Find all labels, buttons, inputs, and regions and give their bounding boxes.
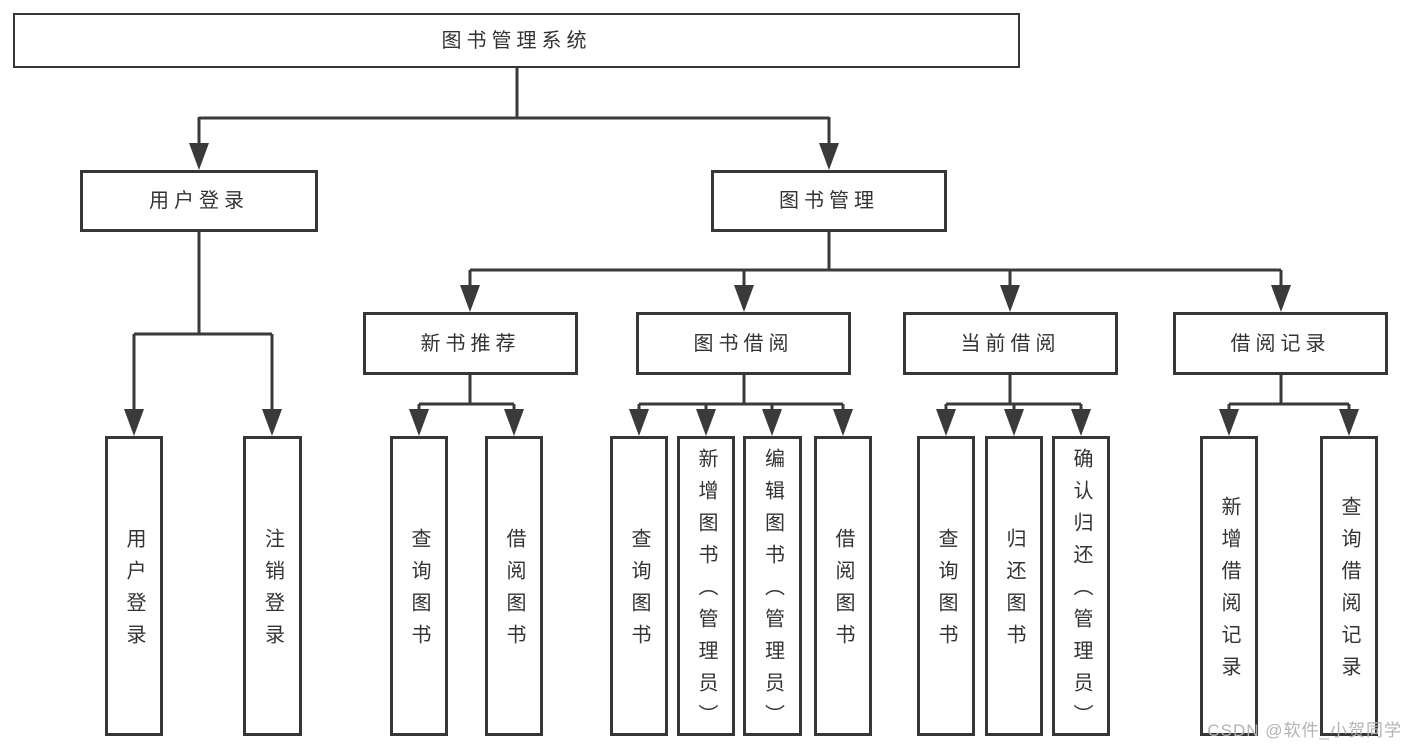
node-logout-label: 注销登录 [261, 528, 284, 656]
connector-book-management [468, 232, 1283, 286]
node-nbr-query-books-label: 查询图书 [408, 528, 430, 656]
connector-new-book-recommend [417, 375, 516, 412]
connector-borrow-records [1227, 375, 1351, 412]
node-bb-edit-books-admin-label: 编辑图书（管理员） [761, 448, 784, 736]
node-bb-query-books-label: 查询图书 [628, 528, 650, 656]
node-borrow-records: 借阅记录 [1173, 312, 1388, 375]
csdn-watermark: CSDN @软件_小贺同学 [1207, 721, 1402, 740]
node-br-query-record: 查询借阅记录 [1320, 436, 1378, 736]
node-br-add-record: 新增借阅记录 [1200, 436, 1258, 736]
node-library-management-system: 图书管理系统 [13, 13, 1020, 68]
arrowheads-down-icon [124, 143, 1359, 436]
connector-current-borrowing [944, 375, 1083, 412]
node-cb-confirm-return-admin: 确认归还（管理员） [1052, 436, 1110, 736]
node-nbr-query-books: 查询图书 [390, 436, 448, 736]
node-bb-borrow-books-label: 借阅图书 [832, 528, 854, 656]
node-login: 用户登录 [105, 436, 163, 736]
node-bb-edit-books-admin: 编辑图书（管理员） [743, 436, 802, 736]
node-bb-query-books: 查询图书 [610, 436, 668, 736]
node-user-login-label: 用户登录 [149, 190, 249, 212]
node-book-borrowing: 图书借阅 [636, 312, 851, 375]
node-borrow-records-label: 借阅记录 [1230, 332, 1331, 355]
node-book-borrowing-label: 图书借阅 [693, 332, 794, 355]
node-cb-return-books-label: 归还图书 [1003, 528, 1025, 656]
node-cb-confirm-return-admin-label: 确认归还（管理员） [1070, 448, 1092, 736]
node-new-book-recommend-label: 新书推荐 [420, 332, 521, 355]
connector-book-borrowing [637, 375, 845, 412]
node-bb-borrow-books: 借阅图书 [814, 436, 872, 736]
node-nbr-borrow-books: 借阅图书 [485, 436, 543, 736]
node-user-login: 用户登录 [80, 170, 318, 232]
node-book-management-label: 图书管理 [779, 190, 879, 212]
node-new-book-recommend: 新书推荐 [363, 312, 578, 375]
connector-user-login [132, 232, 274, 412]
node-logout: 注销登录 [243, 436, 302, 736]
node-bb-add-books-admin-label: 新增图书（管理员） [695, 448, 717, 736]
node-current-borrowing-label: 当前借阅 [960, 332, 1061, 355]
connector-root [197, 68, 831, 144]
node-nbr-borrow-books-label: 借阅图书 [503, 528, 525, 656]
node-login-label: 用户登录 [123, 528, 145, 656]
node-cb-return-books: 归还图书 [985, 436, 1043, 736]
node-bb-add-books-admin: 新增图书（管理员） [677, 436, 735, 736]
node-cb-query-books: 查询图书 [917, 436, 975, 736]
node-cb-query-books-label: 查询图书 [935, 528, 957, 656]
node-current-borrowing: 当前借阅 [903, 312, 1118, 375]
node-br-add-record-label: 新增借阅记录 [1218, 496, 1240, 688]
node-br-query-record-label: 查询借阅记录 [1338, 496, 1360, 688]
node-book-management: 图书管理 [711, 170, 947, 232]
node-library-management-system-label: 图书管理系统 [441, 29, 592, 52]
